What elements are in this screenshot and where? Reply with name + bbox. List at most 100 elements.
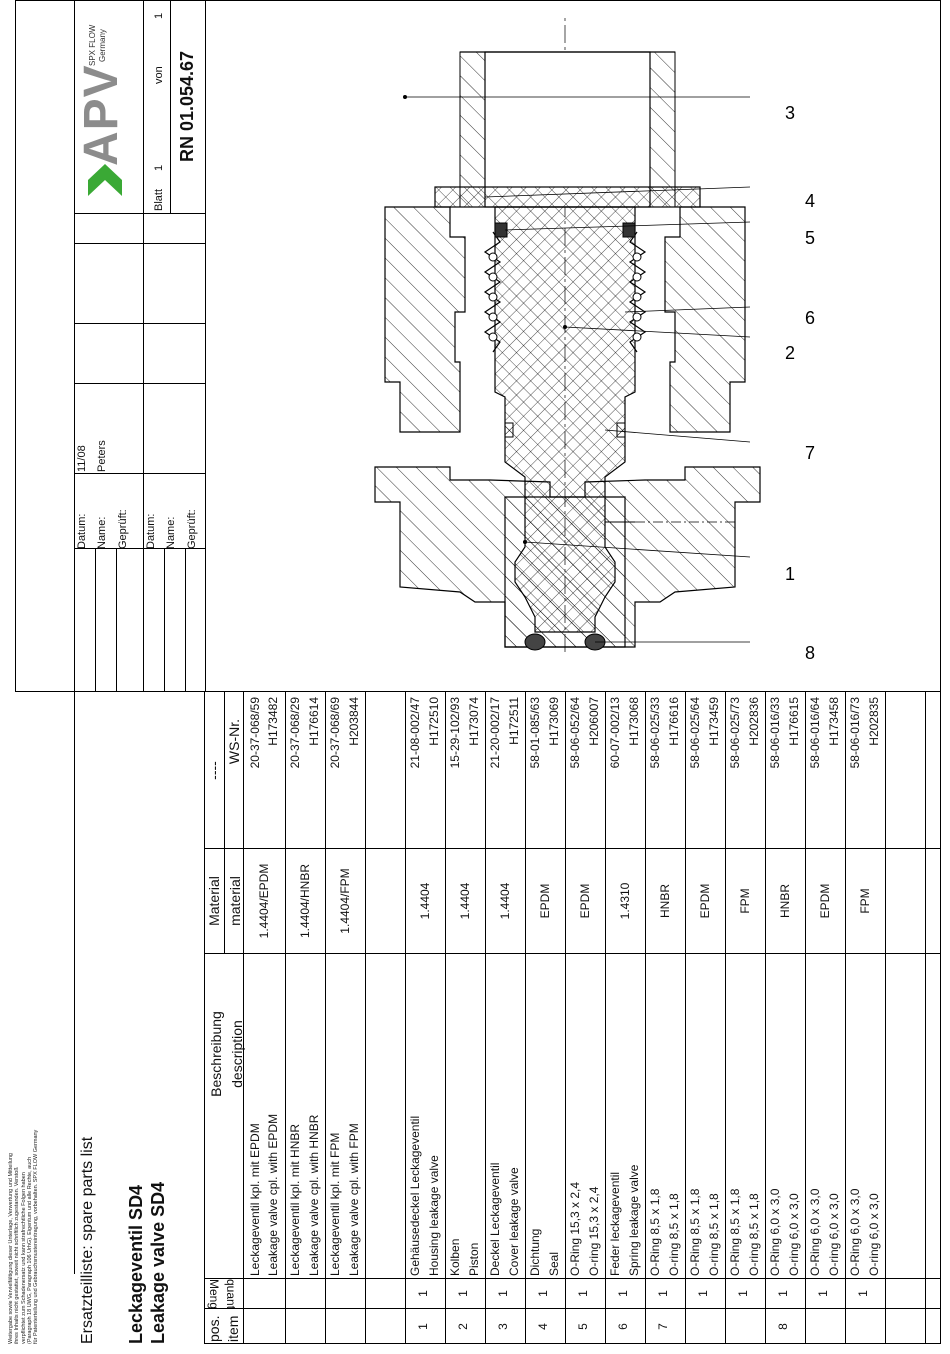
col-header-item: item (225, 1315, 241, 1342)
row-description-en: O-ring 6,0 x 3,0 (867, 1193, 881, 1276)
row-pos: 1 (416, 1323, 430, 1330)
label-datum: Datum: (76, 513, 88, 549)
row-description-en: Housing leakage valve (427, 1155, 441, 1276)
row-description-de: O-Ring 8,5 x 1,8 (648, 1188, 662, 1276)
row-ref-no: H173459 (707, 697, 721, 746)
drawing-author: Peters (96, 440, 108, 472)
row-material: EPDM (538, 883, 552, 919)
logo-country: Germany (98, 29, 107, 62)
callout-2: 2 (785, 343, 795, 363)
row-description-de: O-Ring 6,0 x 3,0 (808, 1188, 822, 1276)
product-title-de: Leckageventil SD4 (126, 1184, 146, 1344)
sectional-drawing: 1 2 3 4 5 6 7 8 (374, 17, 815, 663)
col-header-material-en: material (227, 876, 243, 926)
row-ws-nr: 58-01-085/63 (528, 697, 542, 769)
row-material: 1.4404 (498, 882, 512, 920)
row-qty: 1 (616, 1290, 630, 1297)
logo-brand: SPX FLOW (88, 24, 97, 66)
sheet-number: 1 (153, 164, 165, 171)
row-description-en: O-ring 6,0 x 3,0 (827, 1193, 841, 1276)
row-material: 1.4404 (418, 882, 432, 920)
set-material: 1.4404/HNBR (298, 863, 312, 939)
row-qty: 1 (656, 1290, 670, 1297)
callout-5: 5 (805, 228, 815, 248)
row-ws-nr: 58-06-052/64 (568, 697, 582, 769)
row-ws-nr: 58-06-025/33 (648, 697, 662, 769)
row-ref-no: H202836 (747, 697, 761, 746)
row-description-de: O-Ring 6,0 x 3,0 (848, 1188, 862, 1276)
row-ws-nr: 58-06-025/64 (688, 697, 702, 769)
row-material: EPDM (578, 883, 592, 919)
row-description-de: O-Ring 15,3 x 2,4 (568, 1181, 582, 1276)
row-material: FPM (738, 888, 752, 914)
drawing-number: RN 01.054.67 (177, 50, 197, 163)
row-description-en: Spring leakage valve (627, 1164, 641, 1276)
row-ws-nr: 21-08-002/47 (408, 697, 422, 769)
product-title-en: Leakage valve SD4 (148, 1181, 168, 1344)
row-material: 1.4404 (458, 882, 472, 920)
row-description-en: O-ring 15,3 x 2,4 (587, 1186, 601, 1276)
row-ref-no: H206007 (587, 697, 601, 746)
sheet-total: 1 (153, 12, 165, 19)
callout-7: 7 (805, 443, 815, 463)
row-ws-nr: 15-29-102/93 (448, 697, 462, 769)
piston-part (494, 206, 636, 633)
sheet-label: Blatt (153, 188, 165, 211)
col-header-beschreibung: Beschreibung (208, 1011, 224, 1097)
apv-logo: APV SPX FLOW Germany (75, 12, 140, 202)
callout-8: 8 (805, 643, 815, 663)
spring-part (483, 231, 647, 353)
set-description-en: Leakage valve cpl. with EPDM (266, 1113, 280, 1276)
row-pos: 6 (616, 1323, 630, 1330)
col-header-pos: pos. (206, 1315, 222, 1342)
row-ws-nr: 58-06-016/73 (848, 697, 862, 769)
row-qty: 1 (736, 1290, 750, 1297)
callout-3: 3 (785, 103, 795, 123)
set-ws-nr: 20-37-068/59 (248, 697, 262, 769)
set-material: 1.4404/EPDM (257, 863, 271, 939)
row-material: EPDM (818, 883, 832, 919)
legal-notice: Weitergabe sowie Vervielfältigung dieser… (8, 1129, 40, 1344)
row-material: EPDM (698, 883, 712, 919)
row-pos: 2 (456, 1323, 470, 1330)
o-ring-7-icon (504, 422, 514, 438)
row-description-de: Kolben (448, 1238, 462, 1276)
row-description-de: O-Ring 6,0 x 3,0 (768, 1188, 782, 1276)
row-ref-no: H176615 (787, 697, 801, 746)
row-description-en: Seal (547, 1251, 561, 1276)
row-ref-no: H173458 (827, 697, 841, 746)
row-ws-nr: 58-06-016/64 (808, 697, 822, 769)
row-description-de: O-Ring 8,5 x 1,8 (728, 1188, 742, 1276)
col-header-material-de: Material (206, 876, 222, 926)
col-header-quantity: quantity (224, 1279, 238, 1308)
drawing-date: 11/08 (76, 445, 88, 472)
label-geprueft: Geprüft: (117, 509, 129, 549)
row-pos: 5 (576, 1323, 590, 1330)
label-name: Name: (165, 516, 177, 549)
set-material: 1.4404/FPM (338, 868, 352, 934)
row-pos: 4 (536, 1323, 550, 1330)
row-ws-nr: 58-06-016/33 (768, 697, 782, 769)
set-description-en: Leakage valve cpl. with HNBR (307, 1114, 321, 1276)
row-description-en: O-ring 8,5 x 1,8 (667, 1193, 681, 1276)
row-material: HNBR (778, 884, 792, 919)
row-ref-no: H173074 (467, 697, 481, 746)
callout-1: 1 (785, 564, 795, 584)
set-ws-nr: 20-37-068/69 (328, 697, 342, 769)
col-header-menge: Menge (207, 1279, 221, 1308)
row-qty: 1 (576, 1290, 590, 1297)
label-name: Name: (96, 516, 108, 549)
row-ref-no: H173069 (547, 697, 561, 746)
row-material: FPM (858, 888, 872, 914)
cover-part (384, 206, 466, 433)
row-qty: 1 (776, 1290, 790, 1297)
chevron-logo-icon (88, 164, 122, 196)
callout-4: 4 (805, 191, 815, 211)
row-description-en: O-ring 8,5 x 1,8 (707, 1193, 721, 1276)
label-datum: Datum: (145, 513, 157, 549)
row-qty: 1 (816, 1290, 830, 1297)
row-material: 1.4310 (618, 882, 632, 920)
row-description-en: Cover leakage valve (507, 1167, 521, 1276)
row-material: HNBR (658, 884, 672, 919)
row-ref-no: H202835 (867, 697, 881, 746)
